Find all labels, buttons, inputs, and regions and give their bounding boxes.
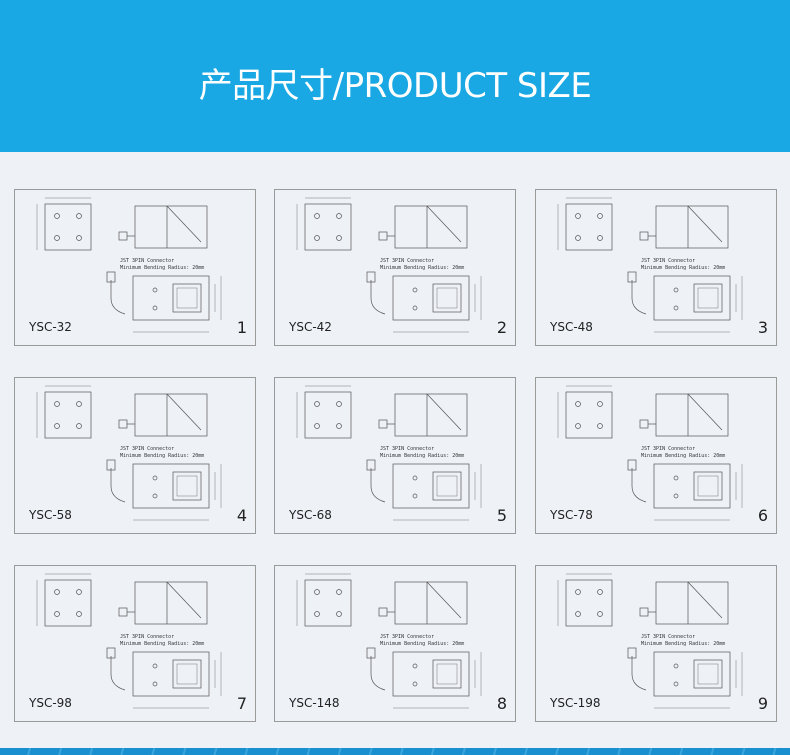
bending-radius-note: Minimum Bending Radius: 20mm (380, 453, 465, 459)
model-label: YSC-42 (289, 320, 332, 334)
bending-radius-note: Minimum Bending Radius: 20mm (380, 265, 465, 271)
connector-note: JST 3PIN Connector (120, 258, 175, 264)
card-index: 3 (757, 318, 768, 337)
model-label: YSC-78 (550, 508, 593, 522)
model-label: YSC-58 (29, 508, 72, 522)
dimension-drawing (296, 385, 482, 521)
card-index: 2 (496, 318, 507, 337)
dimension-drawing (36, 573, 222, 709)
dimension-drawing (557, 197, 743, 333)
connector-note: JST 3PIN Connector (120, 634, 175, 640)
connector-note: JST 3PIN Connector (641, 634, 696, 640)
footer-strip (0, 748, 790, 755)
dimension-drawing (557, 573, 743, 709)
bending-radius-note: Minimum Bending Radius: 20mm (120, 453, 205, 459)
connector-note: JST 3PIN Connector (380, 634, 435, 640)
bending-radius-note: Minimum Bending Radius: 20mm (641, 453, 726, 459)
model-label: YSC-98 (29, 696, 72, 710)
connector-note: JST 3PIN Connector (380, 258, 435, 264)
card-index: 6 (757, 506, 768, 525)
model-label: YSC-48 (550, 320, 593, 334)
connector-note: JST 3PIN Connector (641, 446, 696, 452)
connector-note: JST 3PIN Connector (641, 258, 696, 264)
bending-radius-note: Minimum Bending Radius: 20mm (641, 641, 726, 647)
card-index: 7 (236, 694, 247, 713)
connector-note: JST 3PIN Connector (120, 446, 175, 452)
dimension-drawing (36, 385, 222, 521)
bending-radius-note: Minimum Bending Radius: 20mm (641, 265, 726, 271)
bending-radius-note: Minimum Bending Radius: 20mm (120, 265, 205, 271)
model-label: YSC-198 (550, 696, 601, 710)
card-index: 9 (757, 694, 768, 713)
model-label: YSC-68 (289, 508, 332, 522)
dimension-drawing (296, 573, 482, 709)
dimension-drawing (557, 385, 743, 521)
card-index: 4 (236, 506, 247, 525)
connector-note: JST 3PIN Connector (380, 446, 435, 452)
dimension-drawing (36, 197, 222, 333)
page-title: 产品尺寸/PRODUCT SIZE (198, 66, 592, 106)
model-label: YSC-32 (29, 320, 72, 334)
dimension-drawing (296, 197, 482, 333)
bending-radius-note: Minimum Bending Radius: 20mm (380, 641, 465, 647)
bending-radius-note: Minimum Bending Radius: 20mm (120, 641, 205, 647)
card-index: 5 (496, 506, 507, 525)
header-banner: 产品尺寸/PRODUCT SIZE (0, 0, 790, 152)
card-index: 8 (496, 694, 507, 713)
model-label: YSC-148 (289, 696, 340, 710)
card-index: 1 (236, 318, 247, 337)
